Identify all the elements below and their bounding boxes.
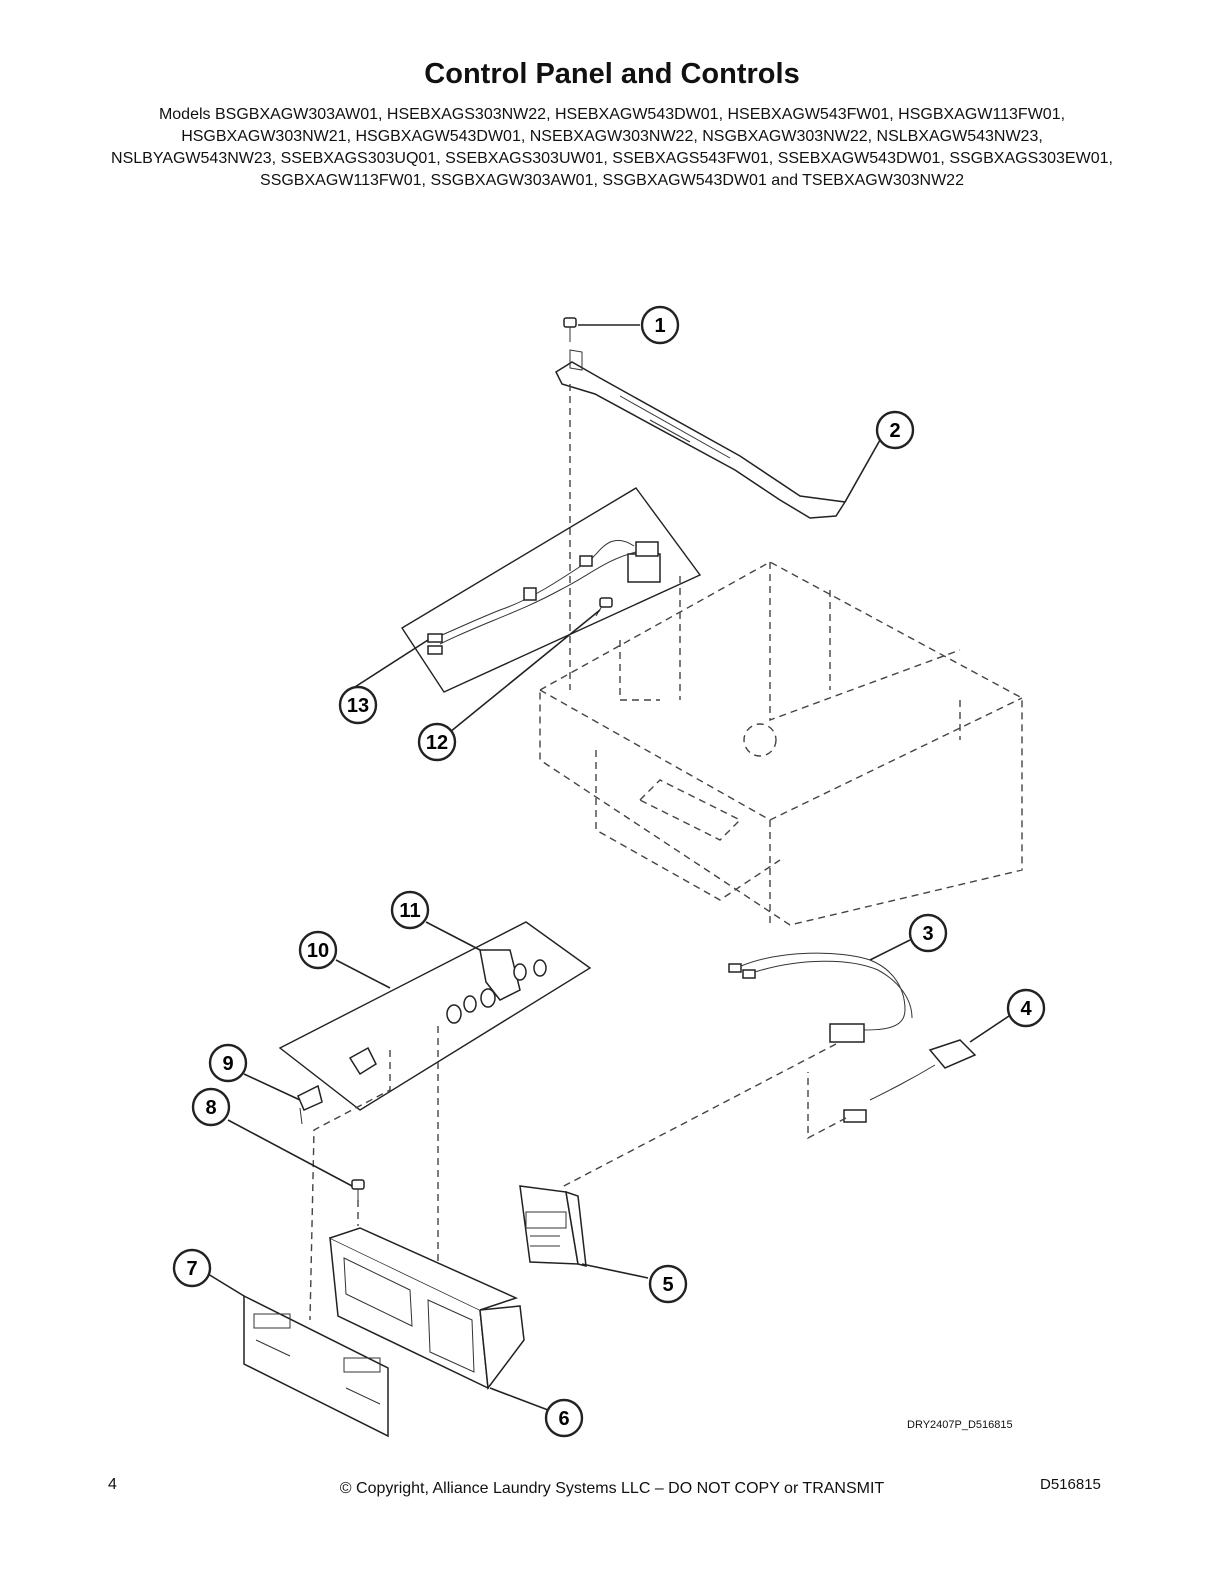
callout-5-label: 5: [662, 1274, 673, 1296]
callout-4: 4: [1006, 988, 1046, 1028]
callout-6: 6: [544, 1398, 584, 1438]
part-1-screw: [563, 317, 577, 342]
callout-1: 1: [640, 305, 680, 345]
callout-11: 11: [390, 890, 430, 930]
callout-13: 13: [338, 685, 378, 725]
page-number: 4: [108, 1476, 117, 1493]
callout-1-label: 1: [654, 315, 665, 337]
callout-13-label: 13: [347, 695, 369, 717]
callout-9: 9: [208, 1043, 248, 1083]
leader-lines: [207, 324, 1013, 1411]
model-list: Models BSGBXAGW303AW01, HSEBXAGS303NW22,…: [111, 106, 1113, 189]
callout-4-label: 4: [1020, 998, 1032, 1020]
callout-2-label: 2: [889, 420, 900, 442]
cabinet-frame: [539, 561, 1023, 926]
callout-7: 7: [172, 1248, 212, 1288]
callout-10: 10: [298, 930, 338, 970]
callout-7-label: 7: [186, 1258, 197, 1280]
copyright-notice: © Copyright, Alliance Laundry Systems LL…: [339, 1480, 885, 1497]
part-5-control-module: [519, 1185, 587, 1267]
document-number: D516815: [1040, 1476, 1101, 1493]
callout-12: 12: [417, 722, 457, 762]
callout-8-label: 8: [205, 1097, 216, 1119]
part-3-harness: [728, 952, 913, 1043]
callout-3-label: 3: [922, 923, 933, 945]
callout-10-label: 10: [307, 940, 329, 962]
part-12-screw: [595, 597, 613, 617]
part-10-switch-box: [278, 921, 592, 1111]
part-4-connector: [843, 1039, 977, 1123]
drawing-code: DRY2407P_D516815: [907, 1419, 1013, 1431]
part-8-screw: [351, 1179, 365, 1200]
page-title: Control Panel and Controls: [424, 58, 800, 90]
callout-6-label: 6: [558, 1408, 569, 1430]
callout-8: 8: [191, 1087, 231, 1127]
callout-9-label: 9: [222, 1053, 233, 1075]
part-6-panel-frame: [329, 1227, 525, 1390]
callout-2: 2: [875, 410, 915, 450]
part-2-bracket: [555, 349, 847, 519]
part-7-overlay: [243, 1294, 389, 1438]
callout-5: 5: [648, 1264, 688, 1304]
part-9-key: [297, 1084, 323, 1125]
callout-3: 3: [908, 913, 948, 953]
callout-12-label: 12: [426, 732, 448, 754]
callout-11-label: 11: [399, 900, 420, 922]
part-13-harness-box: [401, 487, 702, 693]
